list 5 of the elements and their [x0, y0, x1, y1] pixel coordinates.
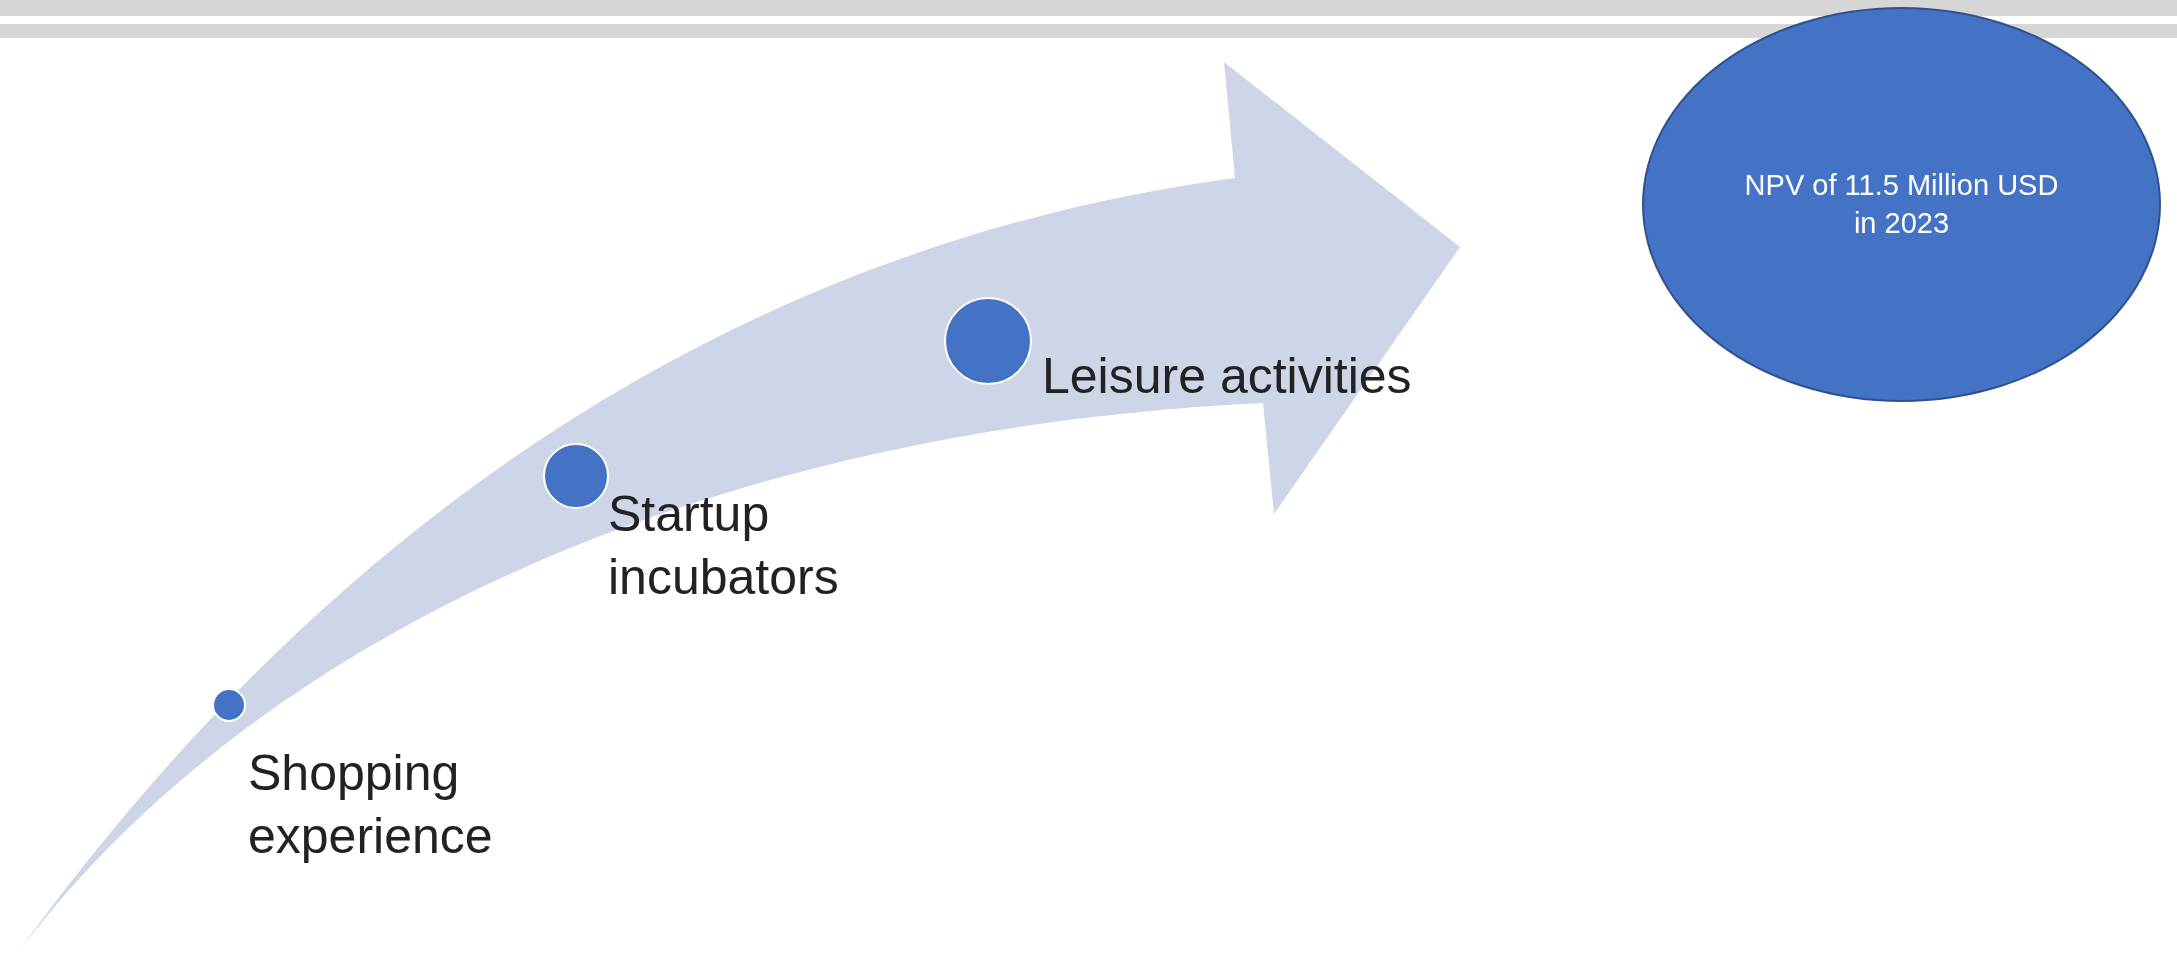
value-text: NPV of 11.5 Million USD in 2023	[1743, 167, 2060, 241]
step-label: Leisure activities	[1042, 347, 1413, 406]
step-label: Shopping experience	[248, 744, 494, 866]
dot-marker	[212, 688, 246, 722]
step-label: Startup incubators	[608, 485, 840, 607]
